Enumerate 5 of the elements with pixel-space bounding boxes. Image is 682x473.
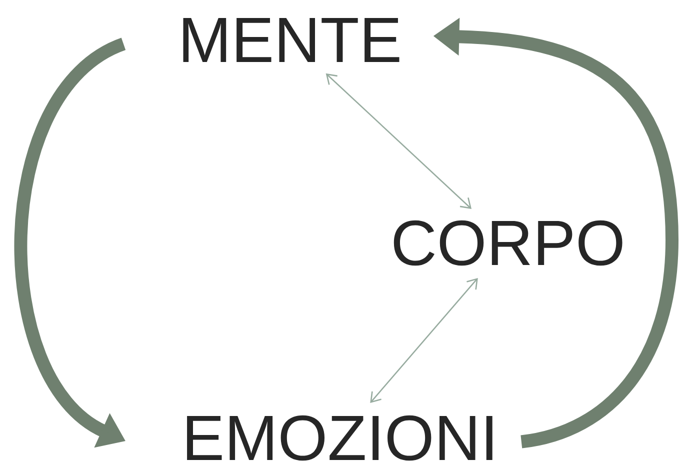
double-arrow: [326, 73, 472, 209]
double-arrow: [370, 278, 478, 404]
word-label: CORPO: [394, 220, 622, 266]
word-label: MENTE: [183, 18, 400, 62]
word-label: EMOZIONI: [187, 415, 492, 461]
